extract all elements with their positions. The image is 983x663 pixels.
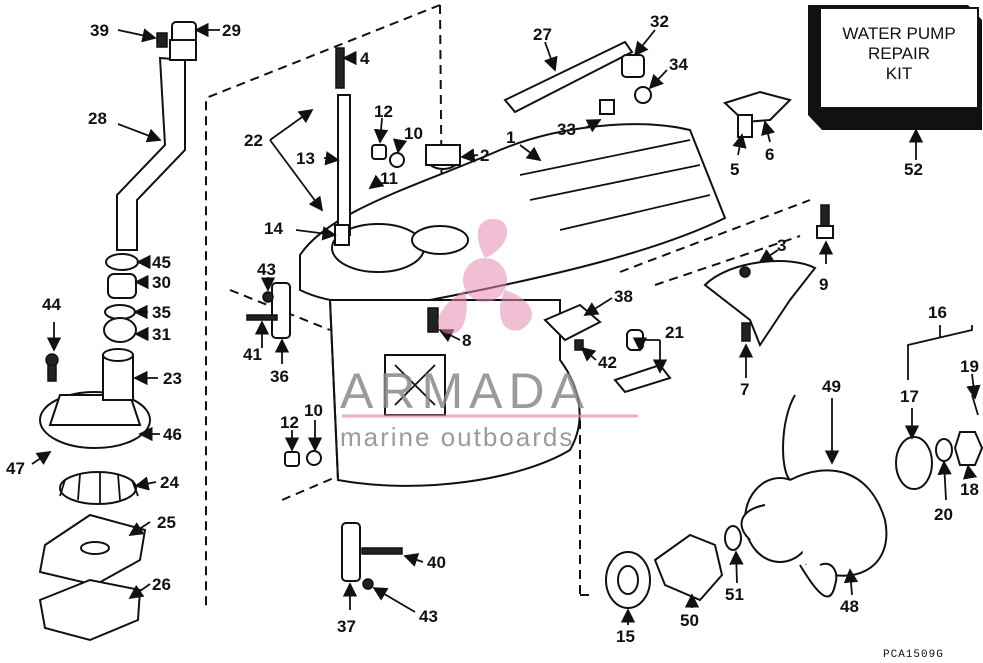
- callout-17: 17: [900, 387, 919, 406]
- callout-39: 39: [90, 21, 109, 40]
- callout-32: 32: [650, 12, 669, 31]
- gearcase-housing: [299, 123, 727, 487]
- callout-12-upper: 12: [374, 102, 393, 121]
- callout-13: 13: [296, 149, 315, 168]
- callout-29: 29: [222, 21, 241, 40]
- callout-30: 30: [152, 273, 171, 292]
- callout-9: 9: [819, 275, 828, 294]
- callout-36: 36: [270, 367, 289, 386]
- watermark-tagline: marine outboards: [340, 422, 574, 452]
- callout-24: 24: [160, 473, 179, 492]
- callout-27: 27: [533, 25, 552, 44]
- callout-48: 48: [840, 597, 859, 616]
- callout-2: 2: [480, 146, 489, 165]
- callout-5: 5: [730, 160, 739, 179]
- callout-43-upper: 43: [257, 260, 276, 279]
- water-tube: [116, 21, 197, 251]
- side-plates: [246, 282, 403, 590]
- callout-47: 47: [6, 459, 25, 478]
- callout-26: 26: [152, 575, 171, 594]
- callout-34: 34: [669, 55, 688, 74]
- callout-3: 3: [777, 236, 786, 255]
- callout-12-lower: 12: [280, 413, 299, 432]
- callout-23: 23: [163, 369, 182, 388]
- callout-21: 21: [665, 323, 684, 342]
- tube-seals: [103, 253, 139, 343]
- callout-35: 35: [152, 303, 171, 322]
- callout-6: 6: [765, 145, 774, 164]
- callout-4: 4: [360, 49, 370, 68]
- callout-40: 40: [427, 553, 446, 572]
- callout-labels: 39 29 28 45 30 35 31 44 23 46 47 24 25 2…: [6, 12, 979, 646]
- callout-51: 51: [725, 585, 744, 604]
- exhaust-tube: [503, 40, 652, 115]
- callout-38: 38: [614, 287, 633, 306]
- callout-10-upper: 10: [404, 124, 423, 143]
- bearing: [425, 144, 461, 170]
- callout-50: 50: [680, 611, 699, 630]
- kit-line-1: WATER PUMP: [842, 24, 955, 43]
- driveshaft: [334, 47, 351, 246]
- kit-box: [808, 5, 982, 130]
- prop-hardware: [895, 394, 983, 490]
- callout-7: 7: [740, 380, 749, 399]
- watermark-brand: ARMADA: [340, 363, 590, 419]
- callout-19: 19: [960, 357, 979, 376]
- callout-46: 46: [163, 425, 182, 444]
- callout-43-lower: 43: [419, 607, 438, 626]
- armada-watermark: ARMADA marine outboards: [340, 219, 638, 452]
- impeller: [59, 471, 139, 505]
- callout-41: 41: [243, 345, 262, 364]
- water-pump-housing: [39, 348, 151, 449]
- callout-11: 11: [380, 169, 398, 188]
- propeller: [740, 394, 888, 598]
- callout-8: 8: [462, 331, 471, 350]
- kit-line-3: KIT: [886, 64, 912, 83]
- callout-33: 33: [557, 120, 576, 139]
- kit-line-2: REPAIR: [868, 44, 930, 63]
- trim-tab: [703, 260, 817, 348]
- pump-plates: [38, 513, 147, 642]
- callout-20: 20: [934, 505, 953, 524]
- callout-52: 52: [904, 160, 923, 179]
- armada-propeller-logo-icon: [437, 219, 532, 335]
- callout-14: 14: [264, 219, 283, 238]
- trim-bracket: [723, 90, 792, 138]
- callout-45: 45: [152, 253, 171, 272]
- callout-31: 31: [152, 325, 171, 344]
- callout-28: 28: [88, 109, 107, 128]
- callout-18: 18: [960, 480, 979, 499]
- propshaft-bearing: [605, 551, 651, 609]
- callout-42: 42: [598, 353, 617, 372]
- callout-1: 1: [506, 128, 515, 147]
- callout-16: 16: [928, 303, 947, 322]
- leader-lines: [31, 22, 981, 625]
- callout-25: 25: [157, 513, 176, 532]
- kit-label: WATER PUMP REPAIR KIT: [842, 24, 955, 83]
- drawing-code: PCA1509G: [883, 649, 944, 661]
- callout-10-lower: 10: [304, 401, 323, 420]
- callout-49: 49: [822, 377, 841, 396]
- callout-15: 15: [616, 627, 635, 646]
- bearing-carrier: [653, 525, 742, 602]
- screws: [427, 204, 834, 351]
- drain-plug: [284, 144, 405, 467]
- callout-22: 22: [244, 131, 263, 150]
- callout-37: 37: [337, 617, 356, 636]
- callout-44: 44: [42, 295, 61, 314]
